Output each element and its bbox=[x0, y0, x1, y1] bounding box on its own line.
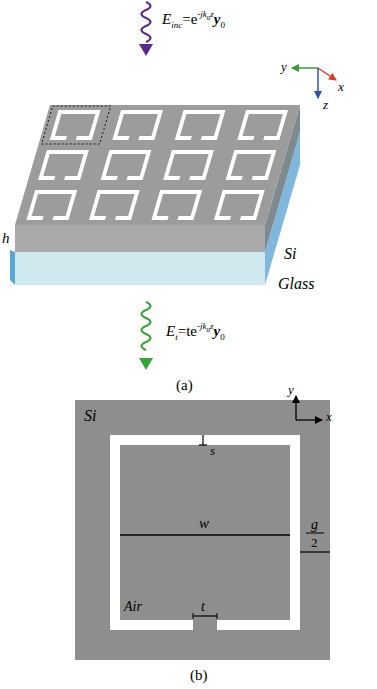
dimension-label: t bbox=[201, 600, 205, 614]
material-label: Air bbox=[124, 600, 142, 614]
g-dimension bbox=[300, 551, 330, 552]
formula-part: -jk bbox=[197, 9, 207, 19]
split-ring bbox=[154, 192, 200, 218]
split-ring bbox=[52, 112, 98, 138]
dimension-label: g bbox=[311, 518, 318, 532]
y-axis-b bbox=[295, 396, 296, 420]
formula-part: inc bbox=[171, 20, 182, 30]
formula-part: =e bbox=[182, 11, 197, 27]
z-axis bbox=[317, 68, 319, 98]
formula-part: z bbox=[210, 321, 214, 331]
split-ring bbox=[92, 192, 138, 218]
unit-cell-si bbox=[75, 400, 330, 660]
split-ring bbox=[217, 192, 263, 218]
glass-front bbox=[15, 252, 265, 285]
transmitted-arrowhead bbox=[139, 358, 153, 370]
dimension-label: 2 bbox=[311, 536, 318, 549]
thickness-label: h bbox=[2, 231, 10, 246]
axis-label: z bbox=[323, 98, 328, 111]
split-ring-array bbox=[20, 106, 287, 218]
x-axis bbox=[318, 68, 336, 80]
field-formula: Et=te-jk0zy0 bbox=[166, 322, 225, 342]
axis-label: x bbox=[326, 410, 332, 423]
formula-part: y bbox=[214, 323, 221, 339]
formula-part: 0 bbox=[206, 326, 210, 334]
y-axis bbox=[292, 67, 318, 69]
t-tick-r bbox=[217, 613, 218, 619]
dimension-label: w bbox=[199, 516, 209, 531]
formula-part: 0 bbox=[207, 14, 211, 22]
split-ring bbox=[103, 152, 149, 178]
split-ring bbox=[228, 152, 274, 178]
w-dimension bbox=[120, 534, 290, 536]
split-ring bbox=[29, 192, 75, 218]
panel-label: (b) bbox=[190, 668, 208, 683]
axis-label: y bbox=[281, 60, 287, 73]
split-ring bbox=[41, 152, 87, 178]
si-top-face bbox=[15, 105, 300, 225]
formula-part: E bbox=[166, 323, 175, 339]
formula-part: z bbox=[210, 9, 214, 19]
s-dimension bbox=[202, 435, 203, 445]
formula-part: -jk bbox=[197, 321, 207, 331]
split-ring bbox=[115, 112, 161, 138]
split-ring bbox=[240, 112, 286, 138]
formula-part: 0 bbox=[220, 20, 225, 30]
formula-part: =te bbox=[178, 323, 197, 339]
t-dimension bbox=[193, 615, 217, 616]
formula-part: 0 bbox=[220, 332, 225, 342]
axis-label: y bbox=[288, 383, 294, 396]
s-tick bbox=[199, 444, 207, 445]
incident-arrowhead bbox=[139, 44, 153, 56]
split-ring bbox=[177, 112, 223, 138]
transmitted-wave bbox=[142, 302, 151, 350]
axis-label: x bbox=[338, 80, 344, 93]
field-formula: Einc=e-jk0zy0 bbox=[162, 10, 225, 30]
formula-part: E bbox=[162, 11, 171, 27]
fraction-bar bbox=[306, 533, 324, 534]
unit-cell-outline bbox=[42, 106, 111, 144]
material-label: Si bbox=[84, 408, 96, 424]
glass-left-edge bbox=[10, 250, 15, 285]
x-axis-b bbox=[296, 419, 322, 420]
dimension-label: s bbox=[210, 444, 215, 457]
material-label: Glass bbox=[278, 276, 314, 292]
si-front bbox=[15, 225, 265, 252]
split-ring-slot bbox=[110, 435, 300, 630]
ring-gap bbox=[193, 619, 217, 631]
material-label: Si bbox=[284, 246, 296, 262]
panel-label: (a) bbox=[176, 378, 193, 393]
incident-wave bbox=[142, 2, 151, 42]
formula-part: y bbox=[214, 11, 221, 27]
split-ring bbox=[166, 152, 212, 178]
t-tick-l bbox=[193, 613, 194, 619]
formula-part: t bbox=[175, 332, 178, 342]
